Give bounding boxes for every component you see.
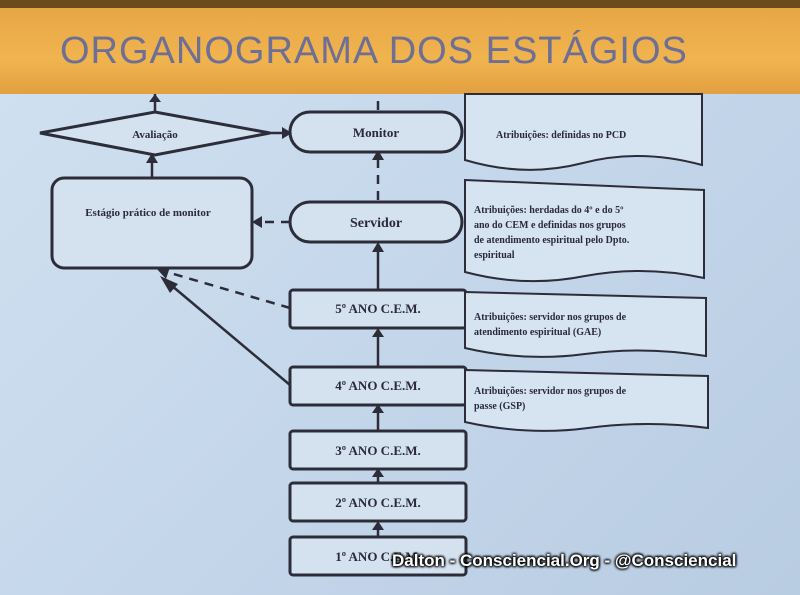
ano3-box [288, 429, 468, 471]
decision-diamond [39, 110, 271, 157]
estagio-node: Estágio prático de monitor [50, 176, 254, 270]
monitor-box [288, 110, 464, 154]
connector-ano5-estagio [159, 268, 291, 310]
ano1-box [288, 535, 468, 577]
ano3-label: 3º ANO C.E.M. [335, 443, 421, 458]
ano4-label: 4º ANO C.E.M. [335, 378, 421, 393]
ano1-label: 1º ANO C.E.M. [335, 549, 421, 564]
arrowhead [252, 216, 262, 228]
arrowhead [372, 404, 384, 413]
estagio-box [50, 176, 254, 270]
ano2-label: 2º ANO C.E.M. [335, 495, 421, 510]
page-title: ORGANOGRAMA DOS ESTÁGIOS [60, 30, 688, 72]
note-monitor: Atribuições: definidas no PCD [464, 93, 703, 171]
ano4-node: 4º ANO C.E.M. [288, 365, 468, 407]
arrowhead [156, 267, 170, 279]
servidor-node: Servidor [288, 200, 464, 244]
title-band: ORGANOGRAMA DOS ESTÁGIOS [0, 8, 800, 94]
note-text: Atribuições: definidas no PCD [496, 130, 626, 141]
note-text: Atribuições: servidor nos grupos de pass… [474, 386, 629, 412]
note-ano4: Atribuições: servidor nos grupos de pass… [464, 368, 709, 432]
estagio-label: Estágio prático de monitor [85, 207, 211, 219]
arrowhead [372, 328, 384, 337]
watermark-text: Dalton - Consciencial.Org - @Consciencia… [392, 551, 737, 570]
avaliacao-node: Avaliação [39, 110, 271, 157]
note-text: Atribuições: servidor nos grupos de aten… [474, 312, 629, 338]
arrowhead [160, 276, 178, 293]
note-text: Atribuições: herdadas do 4º e do 5º ano … [474, 205, 632, 261]
avaliacao-label: Avaliação [132, 129, 178, 141]
ano5-node: 5º ANO C.E.M. [288, 288, 468, 330]
servidor-box [288, 200, 464, 244]
document-shape [464, 178, 705, 283]
note-ano5: Atribuições: servidor nos grupos de aten… [464, 290, 707, 358]
arrowhead [282, 127, 292, 139]
ano1-node: 1º ANO C.E.M. [288, 535, 468, 577]
monitor-node: Monitor [288, 110, 464, 154]
note-servidor: Atribuições: herdadas do 4º e do 5º ano … [464, 178, 705, 283]
arrowhead [149, 94, 161, 102]
monitor-label: Monitor [353, 125, 399, 140]
document-shape [464, 290, 707, 358]
connector-ano4-estagio [164, 279, 291, 386]
servidor-label: Servidor [350, 216, 402, 231]
arrowhead [372, 150, 384, 160]
arrowhead [372, 468, 384, 477]
document-shape [464, 93, 703, 171]
arrowhead [146, 153, 158, 163]
ano2-node: 2º ANO C.E.M. [288, 481, 468, 523]
ano3-node: 3º ANO C.E.M. [288, 429, 468, 471]
ano5-label: 5º ANO C.E.M. [335, 301, 421, 316]
connectors [146, 94, 384, 536]
document-shape [464, 368, 709, 432]
arrowhead [372, 242, 384, 252]
ano2-box [288, 481, 468, 523]
arrowhead [372, 521, 384, 530]
